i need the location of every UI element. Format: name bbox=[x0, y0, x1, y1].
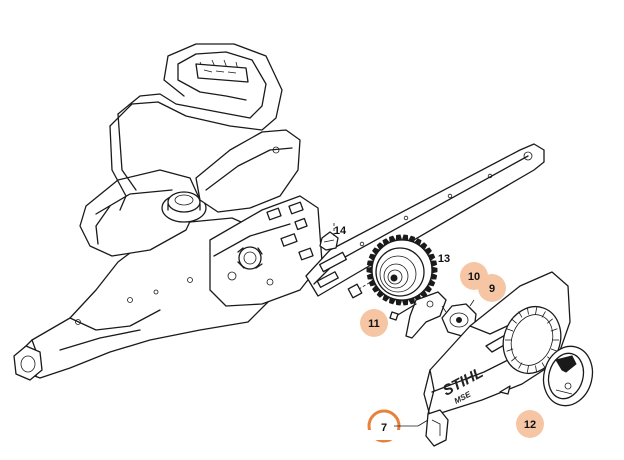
callout-11-disc bbox=[360, 309, 388, 337]
sprocket-tooth bbox=[401, 234, 409, 241]
callout-13[interactable]: 13 bbox=[438, 253, 450, 265]
sprocket-tooth bbox=[419, 242, 428, 250]
callout-9-label: 9 bbox=[489, 283, 495, 295]
callout-14-label: 14 bbox=[334, 225, 347, 237]
sprocket-tooth bbox=[424, 247, 432, 255]
sprocket-tooth bbox=[430, 260, 438, 267]
cover-rib bbox=[526, 365, 529, 373]
sprocket-tooth bbox=[372, 285, 380, 293]
callout-11[interactable]: 11 bbox=[360, 309, 388, 337]
oil-filler-cap bbox=[161, 191, 207, 223]
cover-rib bbox=[535, 365, 538, 373]
sprocket-tooth bbox=[424, 285, 432, 293]
cover-rib bbox=[506, 328, 514, 332]
sprocket-tooth bbox=[372, 247, 380, 255]
cover-rib bbox=[550, 328, 558, 332]
callouts: 7 9 10 11 12 13 14 bbox=[334, 225, 544, 443]
callout-11-label: 11 bbox=[368, 318, 380, 330]
cover-rib bbox=[511, 356, 517, 362]
sprocket-tooth bbox=[366, 266, 373, 274]
sprocket-cover: STIHL MSE bbox=[423, 271, 571, 447]
chain-sprocket bbox=[347, 234, 438, 306]
sprocket-tooth bbox=[366, 273, 374, 280]
sprocket-tooth bbox=[408, 297, 416, 305]
callout-7[interactable]: 7 bbox=[367, 409, 429, 443]
screw-part bbox=[389, 303, 417, 321]
cover-rib bbox=[511, 318, 517, 324]
callout-13-label: 13 bbox=[438, 253, 450, 265]
tensioning-knob bbox=[542, 345, 594, 407]
sprocket-tooth bbox=[388, 235, 396, 243]
sprocket-tooth bbox=[382, 238, 390, 246]
cover-rib bbox=[526, 307, 529, 315]
chainsaw-body bbox=[13, 129, 323, 381]
sprocket-tooth bbox=[430, 273, 438, 280]
cover-rib bbox=[547, 318, 553, 324]
cover-rib bbox=[506, 348, 514, 352]
guide-bar bbox=[305, 143, 545, 297]
sprocket-tooth bbox=[376, 290, 385, 298]
sprocket-tooth bbox=[431, 266, 438, 274]
cover-rib bbox=[550, 348, 558, 352]
sprocket-tooth bbox=[376, 242, 385, 250]
sprocket-tooth bbox=[388, 297, 396, 305]
sprocket-tooth bbox=[395, 299, 403, 306]
chain-tensioner-part bbox=[319, 222, 339, 251]
sprocket-tooth bbox=[428, 253, 436, 261]
sprocket-tooth bbox=[428, 279, 436, 287]
sprocket-tooth bbox=[395, 234, 403, 241]
cover-rib bbox=[518, 311, 523, 318]
callout-10-label: 10 bbox=[468, 271, 480, 283]
sprocket-tooth bbox=[414, 238, 422, 246]
sprocket-tooth bbox=[382, 294, 390, 302]
cover-rib bbox=[541, 311, 546, 318]
sprocket-tooth bbox=[408, 235, 416, 243]
callout-12-disc bbox=[516, 410, 544, 438]
callout-10-disc bbox=[460, 262, 488, 290]
cover-rib bbox=[518, 362, 523, 369]
callout-14[interactable]: 14 bbox=[334, 225, 347, 237]
sprocket-tooth bbox=[368, 253, 376, 261]
cover-rib bbox=[535, 307, 538, 315]
callout-12[interactable]: 12 bbox=[516, 410, 544, 438]
top-handle bbox=[109, 43, 283, 211]
callout-10[interactable]: 10 bbox=[460, 262, 488, 290]
callout-7-label: 7 bbox=[381, 422, 387, 434]
sprocket-tooth bbox=[401, 299, 409, 306]
sprocket-tooth bbox=[366, 260, 374, 267]
callout-12-label: 12 bbox=[524, 419, 536, 431]
